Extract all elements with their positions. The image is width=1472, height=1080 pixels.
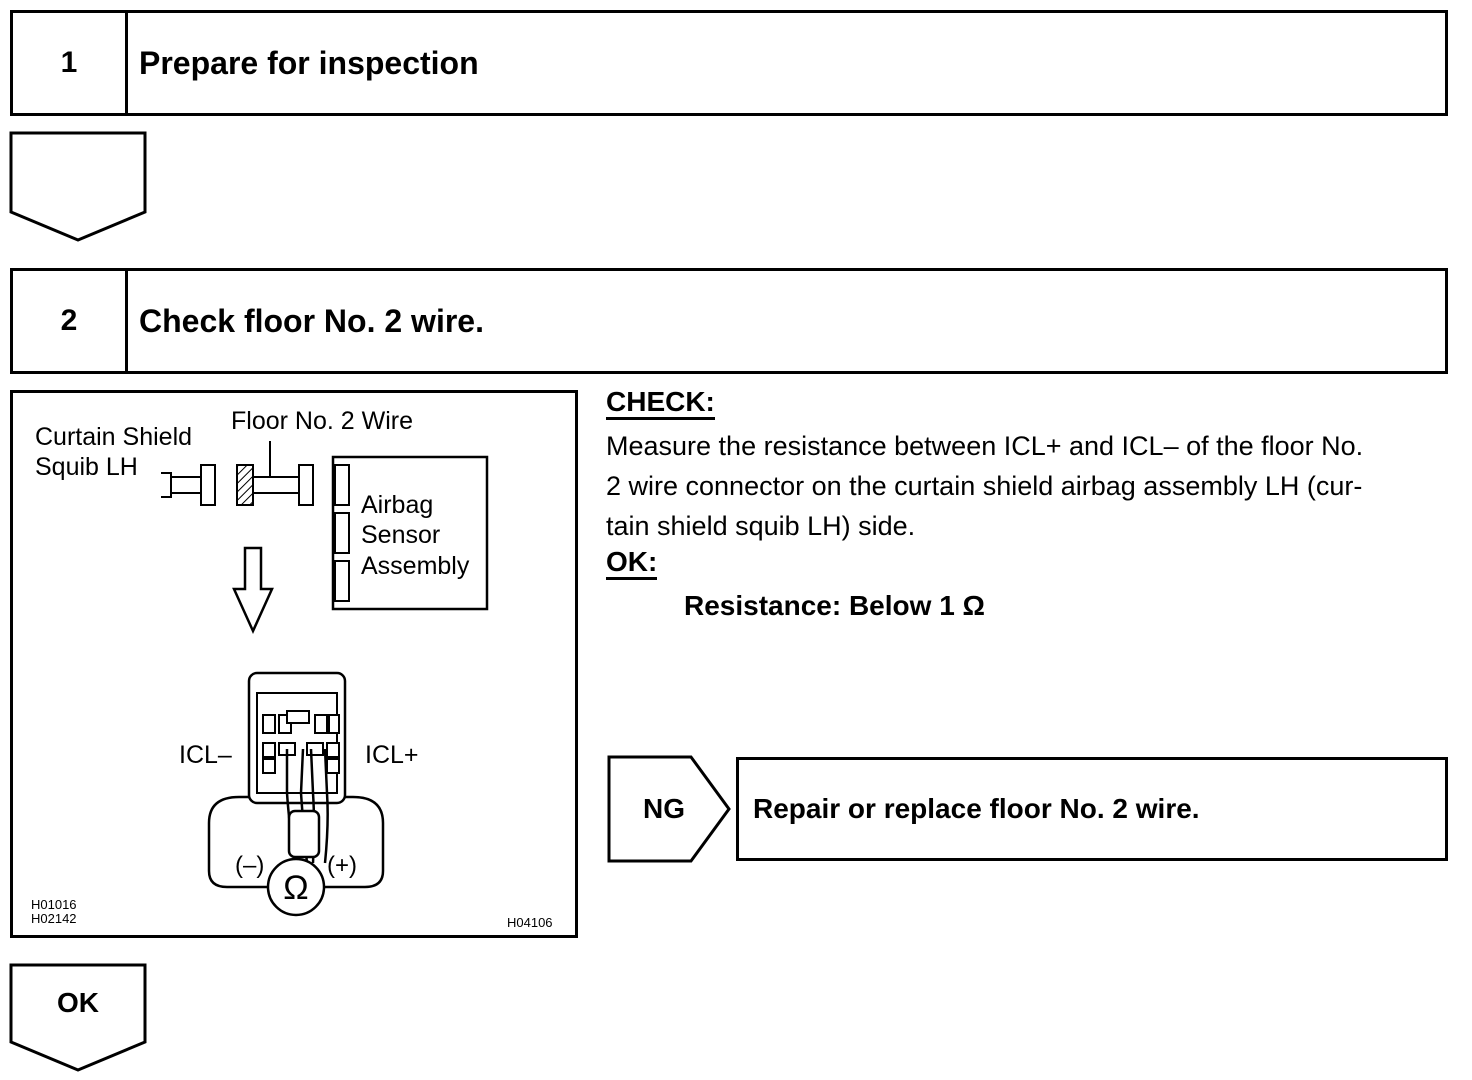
ng-action-text: Repair or replace floor No. 2 wire. bbox=[753, 793, 1200, 824]
ok-label: OK bbox=[57, 987, 99, 1018]
step-2-header: 2 Check floor No. 2 wire. bbox=[10, 268, 1448, 374]
figure-drawing: Curtain Shield Squib LH Floor No. 2 Wire bbox=[31, 407, 553, 930]
step-1-header: 1 Prepare for inspection bbox=[10, 10, 1448, 116]
test-leads-icon bbox=[285, 748, 329, 864]
ng-action-box: Repair or replace floor No. 2 wire. bbox=[736, 757, 1448, 861]
check-heading: CHECK: bbox=[606, 387, 715, 420]
ohm-meter-face-icon bbox=[266, 857, 326, 917]
airbag-sensor-assembly-icon bbox=[331, 455, 489, 611]
resistance-spec: Resistance: Below 1 Ω bbox=[684, 590, 985, 621]
minus-terminal-label: (–) bbox=[235, 852, 264, 879]
connector-front-view-icon bbox=[247, 671, 347, 805]
curtain-label-2: Squib LH bbox=[35, 453, 138, 481]
figure-code: H04106 bbox=[507, 915, 553, 930]
curtain-label-1: Curtain Shield bbox=[35, 423, 192, 451]
wiring-figure: Curtain Shield Squib LH Floor No. 2 Wire bbox=[10, 390, 578, 938]
figure-code: H02142 bbox=[31, 911, 77, 926]
figure-code: H01016 bbox=[31, 897, 77, 912]
step-number: 1 bbox=[13, 13, 128, 113]
icl-minus-label: ICL– bbox=[179, 741, 232, 769]
ng-pointer bbox=[607, 755, 731, 863]
down-arrow-icon bbox=[9, 131, 147, 242]
ok-down-arrow bbox=[9, 963, 147, 1072]
ohm-symbol: Ω bbox=[283, 869, 308, 907]
step-title: Prepare for inspection bbox=[139, 44, 479, 81]
hatched-connector-icon bbox=[236, 464, 254, 506]
sensor-label-3: Assembly bbox=[361, 552, 470, 580]
step-number: 2 bbox=[13, 271, 128, 371]
floor-wire-icon bbox=[252, 464, 314, 506]
check-section: CHECK: Measure the resistance between IC… bbox=[606, 386, 1456, 626]
plus-terminal-label: (+) bbox=[327, 852, 357, 879]
floor-wire-label: Floor No. 2 Wire bbox=[231, 407, 413, 435]
check-line: tain shield squib LH) side. bbox=[606, 511, 916, 541]
squib-connector-icon bbox=[161, 464, 216, 506]
step-title: Check floor No. 2 wire. bbox=[139, 302, 484, 339]
down-arrow-icon bbox=[232, 546, 274, 635]
ng-label: NG bbox=[643, 793, 685, 824]
icl-plus-label: ICL+ bbox=[365, 741, 419, 769]
check-line: 2 wire connector on the curtain shield a… bbox=[606, 471, 1363, 501]
sensor-label-1: Airbag bbox=[361, 491, 433, 519]
sensor-label-2: Sensor bbox=[361, 521, 440, 549]
check-line: Measure the resistance between ICL+ and … bbox=[606, 431, 1364, 461]
ok-heading: OK: bbox=[606, 547, 658, 580]
